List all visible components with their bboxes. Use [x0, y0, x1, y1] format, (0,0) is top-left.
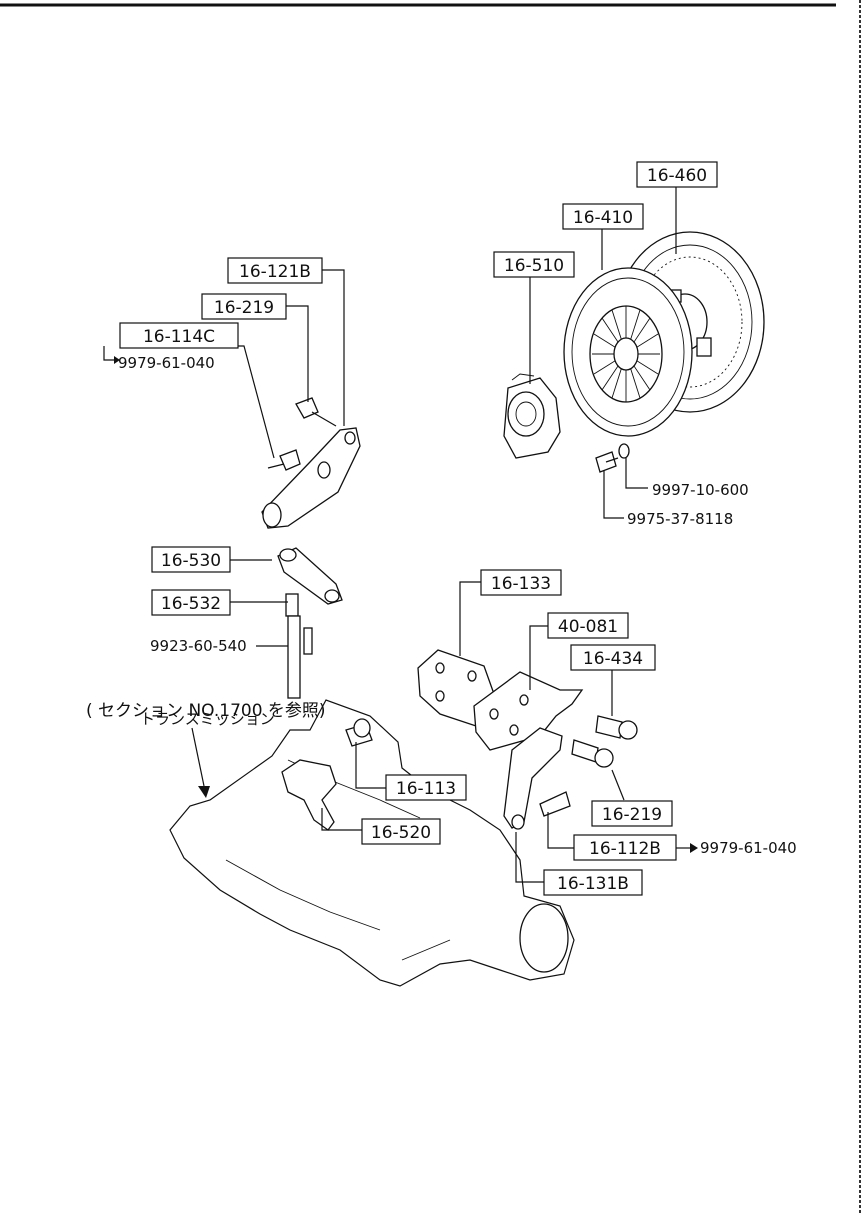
- part-number: 16-133: [491, 574, 551, 594]
- label-16-112B: 16-112B: [573, 834, 677, 861]
- label-16-114C: 16-114C: [119, 322, 239, 349]
- label-16-520: 16-520: [361, 818, 441, 845]
- label-40-081: 40-081: [547, 612, 629, 639]
- bolt-washer-drawing: [595, 443, 630, 473]
- lever-shaft-drawing: [277, 547, 343, 699]
- part-number-9923: 9923-60-540: [150, 637, 247, 655]
- section-reference-note: ( セクション NO.1700 を参照): [86, 701, 326, 721]
- part-number: 16-121B: [239, 262, 311, 282]
- pressure-plate-drawing: [563, 267, 693, 437]
- part-number: 16-131B: [557, 874, 629, 894]
- label-16-113: 16-113: [385, 774, 467, 801]
- transmission-note: トランスミッション: [140, 710, 275, 728]
- label-16-434: 16-434: [570, 644, 656, 671]
- leader-lines: [103, 186, 677, 883]
- label-16-131B: 16-131B: [543, 869, 643, 896]
- label-16-510: 16-510: [493, 251, 575, 278]
- part-number-9975: 9975-37-8118: [627, 510, 733, 528]
- label-16-219-top: 16-219: [201, 293, 287, 320]
- part-number: 16-410: [573, 208, 633, 228]
- part-number: 16-219: [602, 805, 662, 825]
- label-16-121B: 16-121B: [227, 257, 323, 284]
- release-bearing-drawing: [503, 373, 561, 459]
- part-number: 16-112B: [589, 839, 661, 859]
- part-number: 16-510: [504, 256, 564, 276]
- part-number: 16-532: [161, 594, 221, 614]
- part-number: 16-460: [647, 166, 707, 186]
- part-number-9979-top: 9979-61-040: [118, 354, 215, 372]
- label-16-532: 16-532: [151, 589, 231, 616]
- part-number: 40-081: [558, 617, 618, 637]
- label-16-133: 16-133: [480, 569, 562, 596]
- part-number-9979-bottom: 9979-61-040: [700, 839, 797, 857]
- part-number: 16-520: [371, 823, 431, 843]
- bracket-drawing: [417, 649, 638, 830]
- part-number: 16-530: [161, 551, 221, 571]
- label-16-410: 16-410: [562, 203, 644, 230]
- part-number-9997: 9997-10-600: [652, 481, 749, 499]
- label-16-530: 16-530: [151, 546, 231, 573]
- part-number: 16-219: [214, 298, 274, 318]
- label-16-219-bottom: 16-219: [591, 800, 673, 827]
- part-number: 16-434: [583, 649, 643, 669]
- part-number: 16-113: [396, 779, 456, 799]
- part-number: 16-114C: [143, 327, 215, 347]
- label-16-460: 16-460: [636, 161, 718, 188]
- release-fork-drawing: [261, 397, 361, 529]
